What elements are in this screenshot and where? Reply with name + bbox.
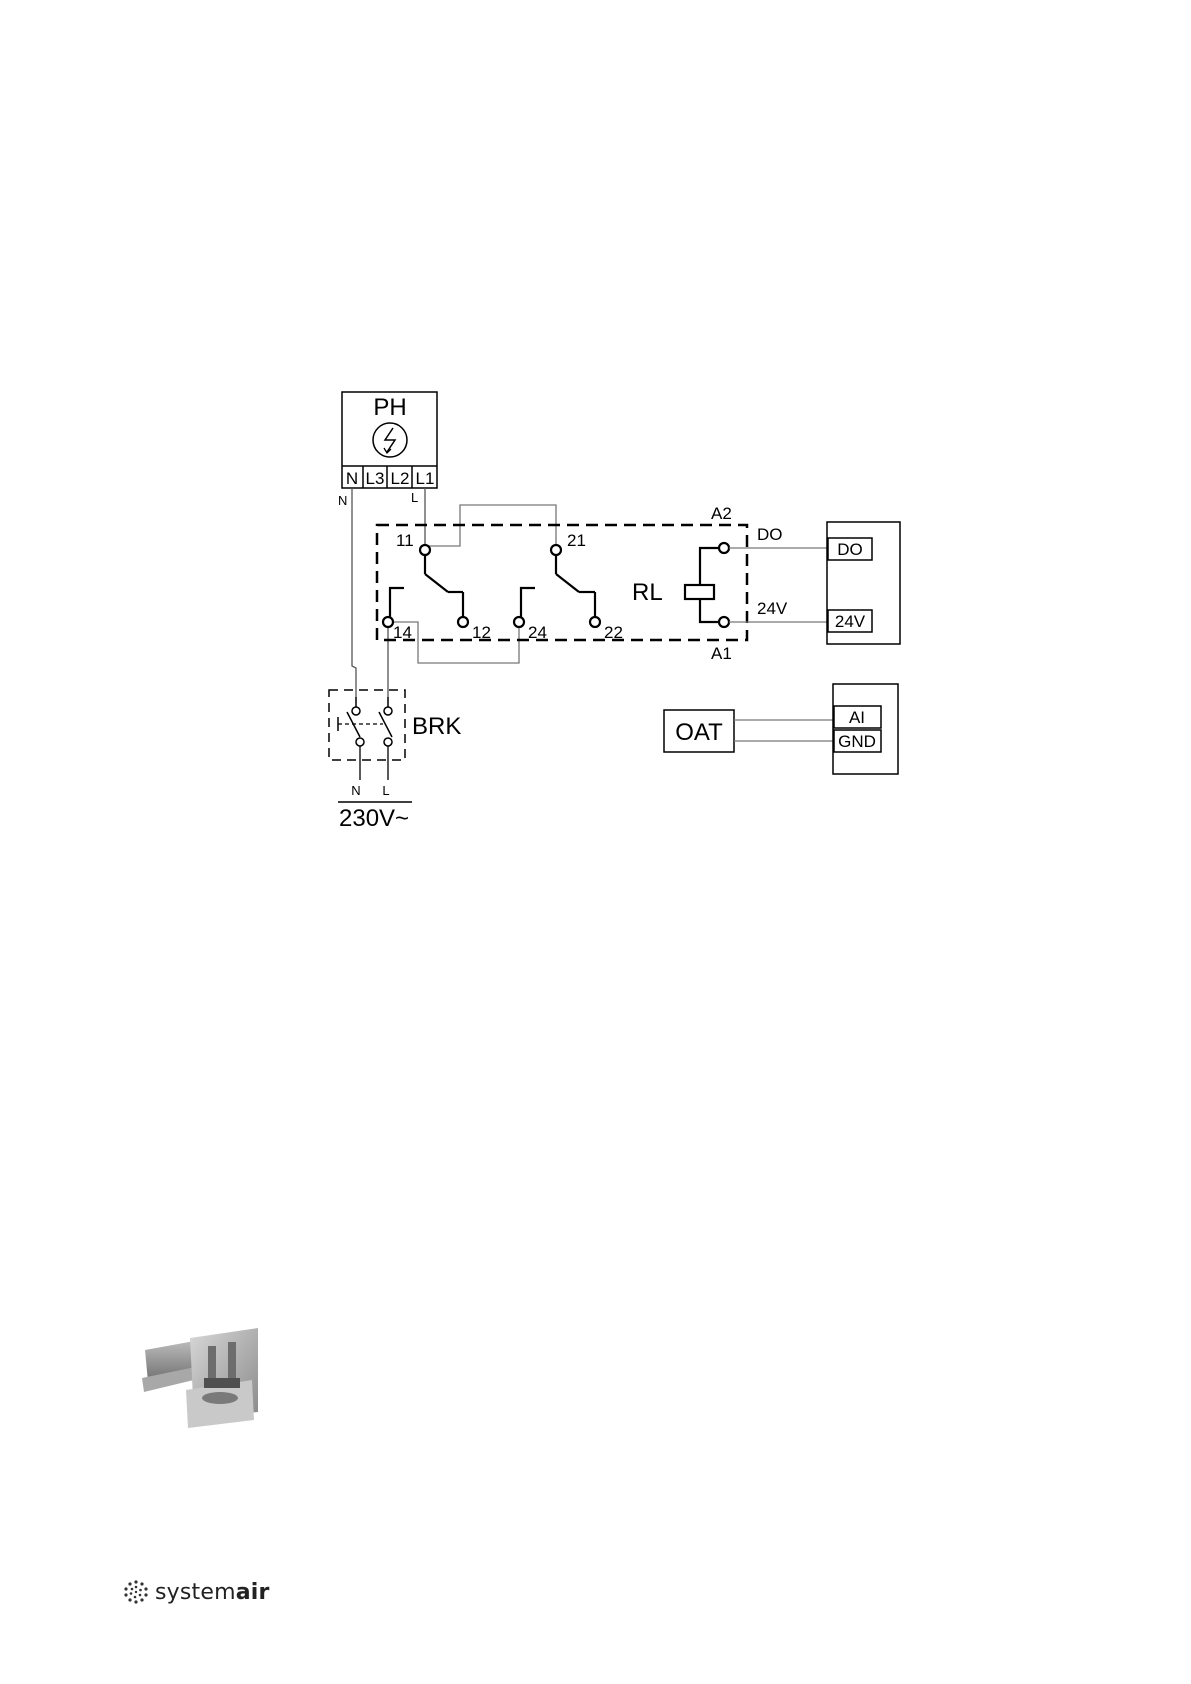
systemair-swirl-icon	[123, 1579, 149, 1605]
coil-terminal-a1: A1	[711, 644, 732, 663]
coil-terminal-a2: A2	[711, 504, 732, 523]
relay-enclosure	[377, 525, 747, 640]
contact-12: 12	[472, 623, 491, 642]
contact-set-1	[383, 545, 468, 627]
ph-unit: PH N L3 L2 L1	[342, 392, 437, 488]
contact-11: 11	[396, 531, 414, 550]
contact-set-2	[514, 545, 600, 627]
breaker-l-label: L	[382, 783, 389, 798]
ph-terminal-l3: L3	[366, 469, 385, 488]
oat-sensor: OAT	[664, 710, 734, 752]
contact-14: 14	[393, 623, 412, 642]
port-gnd: GND	[838, 732, 876, 751]
ph-terminal-n: N	[346, 469, 358, 488]
signal-24v: 24V	[757, 599, 788, 618]
controller-do-24v: DO 24V	[827, 522, 900, 644]
supply-voltage: 230V~	[339, 805, 409, 832]
wire-label-l: L	[411, 490, 418, 505]
sensor-name: OAT	[675, 719, 723, 746]
wire-label-n: N	[338, 493, 347, 508]
brand-logo: systemair	[123, 1577, 270, 1607]
port-do: DO	[837, 540, 863, 559]
contact-24: 24	[528, 623, 547, 642]
relay-coil	[685, 543, 729, 627]
signal-do: DO	[757, 525, 783, 544]
brand-name: systemair	[155, 1580, 270, 1605]
brand-name-bold: air	[236, 1580, 270, 1605]
heater-icon	[373, 423, 407, 457]
port-24v: 24V	[835, 612, 866, 631]
mounting-bracket-photo	[130, 1320, 270, 1430]
contact-21: 21	[567, 531, 586, 550]
breaker-brk	[329, 690, 405, 780]
ph-terminal-l2: L2	[391, 469, 410, 488]
port-ai: AI	[849, 708, 865, 727]
contact-22: 22	[604, 623, 623, 642]
relay-name: RL	[632, 579, 663, 606]
controller-ai-gnd: AI GND	[833, 684, 898, 774]
breaker-name: BRK	[412, 713, 461, 740]
ph-title: PH	[373, 394, 406, 421]
ph-terminal-l1: L1	[416, 469, 435, 488]
breaker-n-label: N	[351, 783, 360, 798]
brand-name-regular: system	[155, 1580, 236, 1605]
neutral-wire	[352, 488, 356, 697]
